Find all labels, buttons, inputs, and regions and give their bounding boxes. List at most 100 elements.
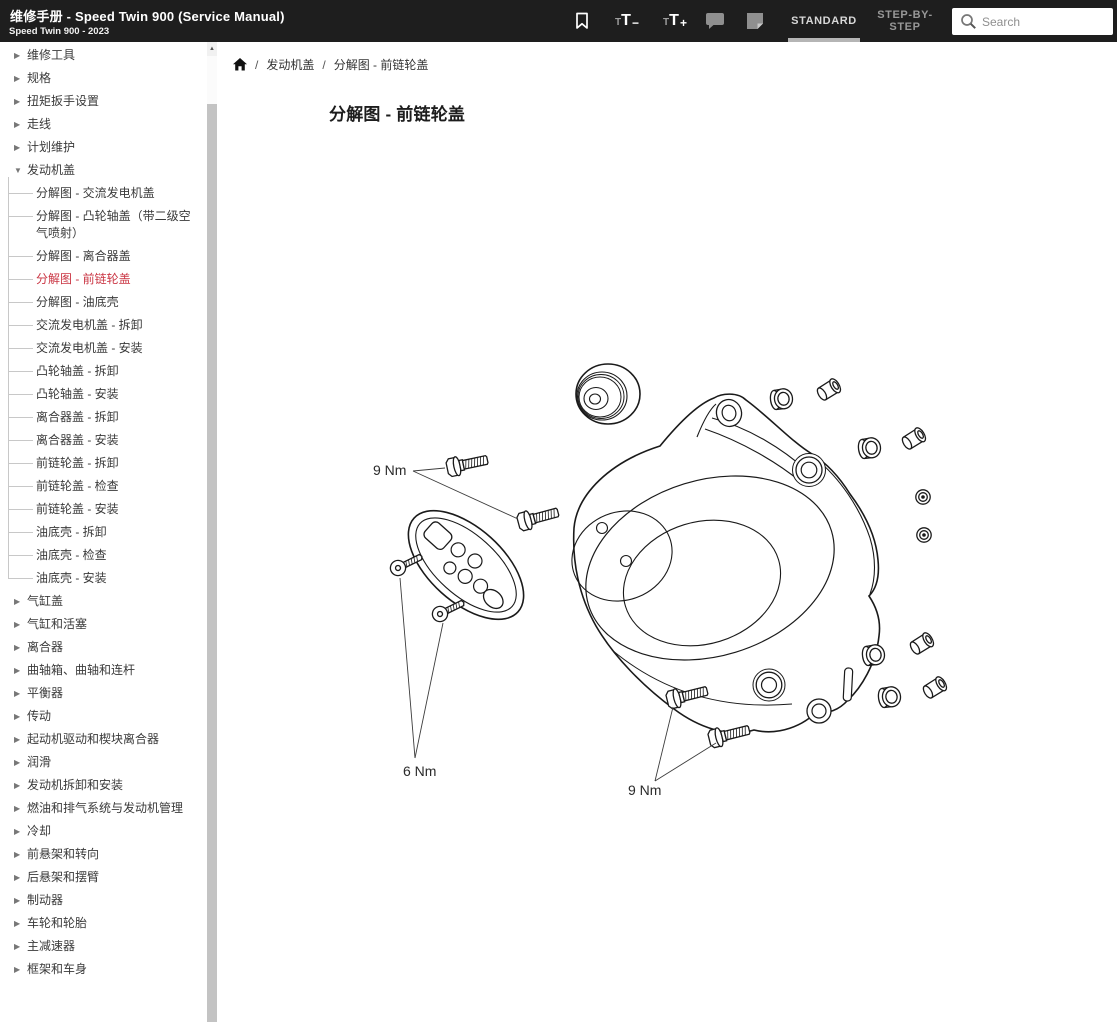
chevron-right-icon: ▶ [14,965,21,974]
sprocket-cover [571,393,881,734]
torque-label: 9 Nm [373,462,406,478]
washer [915,489,931,505]
chevron-right-icon: ▶ [14,850,21,859]
scrollbar-thumb[interactable] [207,104,217,1022]
sidebar-subitem[interactable]: 油底壳 - 安装 [0,567,207,590]
sidebar-subitem[interactable]: 凸轮轴盖 - 拆卸 [0,360,207,383]
sidebar-item[interactable]: ▶扭矩扳手设置 [0,90,207,113]
sidebar-subitem[interactable]: 前链轮盖 - 安装 [0,498,207,521]
scrollbar-up-arrow[interactable]: ▲ [207,42,217,56]
sidebar-item-label: 平衡器 [27,686,64,700]
home-icon[interactable] [233,58,247,71]
sidebar-item[interactable]: ▶ 气缸和活塞 [0,613,207,636]
sidebar-item-label: 冷却 [27,824,52,838]
sidebar-item[interactable]: ▶ 润滑 [0,751,207,774]
sidebar-item-label: 框架和车身 [27,962,88,976]
comments-button[interactable] [702,0,728,42]
sidebar-item[interactable]: ▶ 维修工具 [0,44,207,67]
sidebar-item[interactable]: ▶ 离合器 [0,636,207,659]
sidebar-item[interactable]: ▶制动器 [0,889,207,912]
sidebar-item-label: 气缸盖 [27,594,64,608]
sidebar-item-label: 润滑 [27,755,52,769]
sidebar-subitem[interactable]: 分解图 - 油底壳 [0,291,207,314]
sidebar-item[interactable]: ▶规格 [0,67,207,90]
chevron-right-icon: ▶ [14,689,21,698]
sidebar-item[interactable]: ▼发动机盖 [0,159,207,182]
bookmark-icon [576,12,588,29]
torque-label: 6 Nm [403,763,436,779]
sidebar-item[interactable]: ▶曲轴箱、曲轴和连杆 [0,659,207,682]
torque-label: 9 Nm [628,782,661,798]
chevron-right-icon: ▶ [14,51,21,60]
sidebar: ▶维修工具▶规格▶扭矩扳手设置▶走线▶计划维护▼发动机盖分解图 - 交流发电机盖… [0,42,207,1022]
bookmark-button[interactable] [570,0,594,42]
breadcrumb-item[interactable]: 分解图 - 前链轮盖 [333,58,429,72]
sidebar-item[interactable]: ▶走线 [0,113,207,136]
sidebar-item-label: 主减速器 [27,939,76,953]
cover-plate [407,509,525,621]
sidebar-item[interactable]: ▶ 冷却 [0,820,207,843]
chevron-right-icon: ▶ [14,643,21,652]
sidebar-item-label: 制动器 [27,893,64,907]
tab-standard[interactable]: STANDARD [786,0,862,42]
sidebar-item-label: 起动机驱动和楔块离合器 [27,732,160,746]
sidebar-item[interactable]: ▶ 车轮和轮胎 [0,912,207,935]
sidebar-item[interactable]: ▶传动 [0,705,207,728]
search-box [952,8,1113,35]
chevron-right-icon: ▶ [14,735,21,744]
chevron-right-icon: ▶ [14,758,21,767]
sidebar-item[interactable]: ▶ 起动机驱动和楔块离合器 [0,728,207,751]
sidebar-subitem[interactable]: 分解图 - 前链轮盖 [0,268,207,291]
chevron-right-icon: ▶ [14,620,21,629]
manual-title: 维修手册 - Speed Twin 900 (Service Manual) [10,9,285,24]
sidebar-subitem[interactable]: 交流发电机盖 - 安装 [0,337,207,360]
sidebar-subitem[interactable]: 凸轮轴盖 - 安装 [0,383,207,406]
breadcrumb-separator: / [255,57,259,72]
sidebar-scrollbar[interactable]: ▲ [207,42,217,1022]
sidebar-subitem[interactable]: 分解图 - 凸轮轴盖（带二级空气喷射） [0,205,207,245]
sidebar-subitem[interactable]: 前链轮盖 - 检查 [0,475,207,498]
flange-bolt [515,502,562,533]
sidebar-subitem[interactable]: 前链轮盖 - 拆卸 [0,452,207,475]
sidebar-item-label: 发动机拆卸和安装 [27,778,124,792]
sidebar-item[interactable]: ▶前悬架和转向 [0,843,207,866]
sidebar-item-label: 离合器 [27,640,64,654]
breadcrumb-item[interactable]: 发动机盖 [266,58,315,72]
sidebar-item-label: 发动机盖 [27,163,76,177]
sidebar-subitem[interactable]: 油底壳 - 检查 [0,544,207,567]
rubber-plug [575,363,641,425]
sidebar-item[interactable]: ▶后悬架和摆臂 [0,866,207,889]
sidebar-subtree: 分解图 - 交流发电机盖分解图 - 凸轮轴盖（带二级空气喷射）分解图 - 离合器… [0,177,207,590]
sidebar-item-label: 气缸和活塞 [27,617,88,631]
tab-step-by-step[interactable]: STEP-BY-STEP [868,0,942,42]
sidebar-item[interactable]: ▶燃油和排气系统与发动机管理 [0,797,207,820]
chevron-right-icon: ▶ [14,827,21,836]
sidebar-subitem[interactable]: 分解图 - 离合器盖 [0,245,207,268]
chevron-right-icon: ▶ [14,919,21,928]
sidebar-subitem[interactable]: 离合器盖 - 拆卸 [0,406,207,429]
spacer-sleeve [920,674,950,702]
sidebar-item-label: 规格 [27,71,52,85]
sidebar-item[interactable]: ▶ 框架和车身 [0,958,207,981]
spacer-sleeve [814,376,844,404]
sidebar-item[interactable]: ▶主减速器 [0,935,207,958]
sidebar-subitem[interactable]: 离合器盖 - 安装 [0,429,207,452]
sidebar-item-label: 维修工具 [27,48,76,62]
search-input[interactable] [982,8,1110,35]
sidebar-nav: ▶维修工具▶规格▶扭矩扳手设置▶走线▶计划维护▼发动机盖分解图 - 交流发电机盖… [0,44,207,981]
sidebar-item[interactable]: ▶ 气缸盖 [0,590,207,613]
sidebar-subitem[interactable]: 分解图 - 交流发电机盖 [0,182,207,205]
notes-button[interactable] [742,0,768,42]
sidebar-subitem[interactable]: 油底壳 - 拆卸 [0,521,207,544]
sidebar-item[interactable]: ▶ 平衡器 [0,682,207,705]
sidebar-item[interactable]: ▶计划维护 [0,136,207,159]
sidebar-item-label: 车轮和轮胎 [27,916,88,930]
sidebar-subitem[interactable]: 交流发电机盖 - 拆卸 [0,314,207,337]
sidebar-item[interactable]: ▶发动机拆卸和安装 [0,774,207,797]
sidebar-item-label: 扭矩扳手设置 [27,94,100,108]
chevron-right-icon: ▶ [14,597,21,606]
